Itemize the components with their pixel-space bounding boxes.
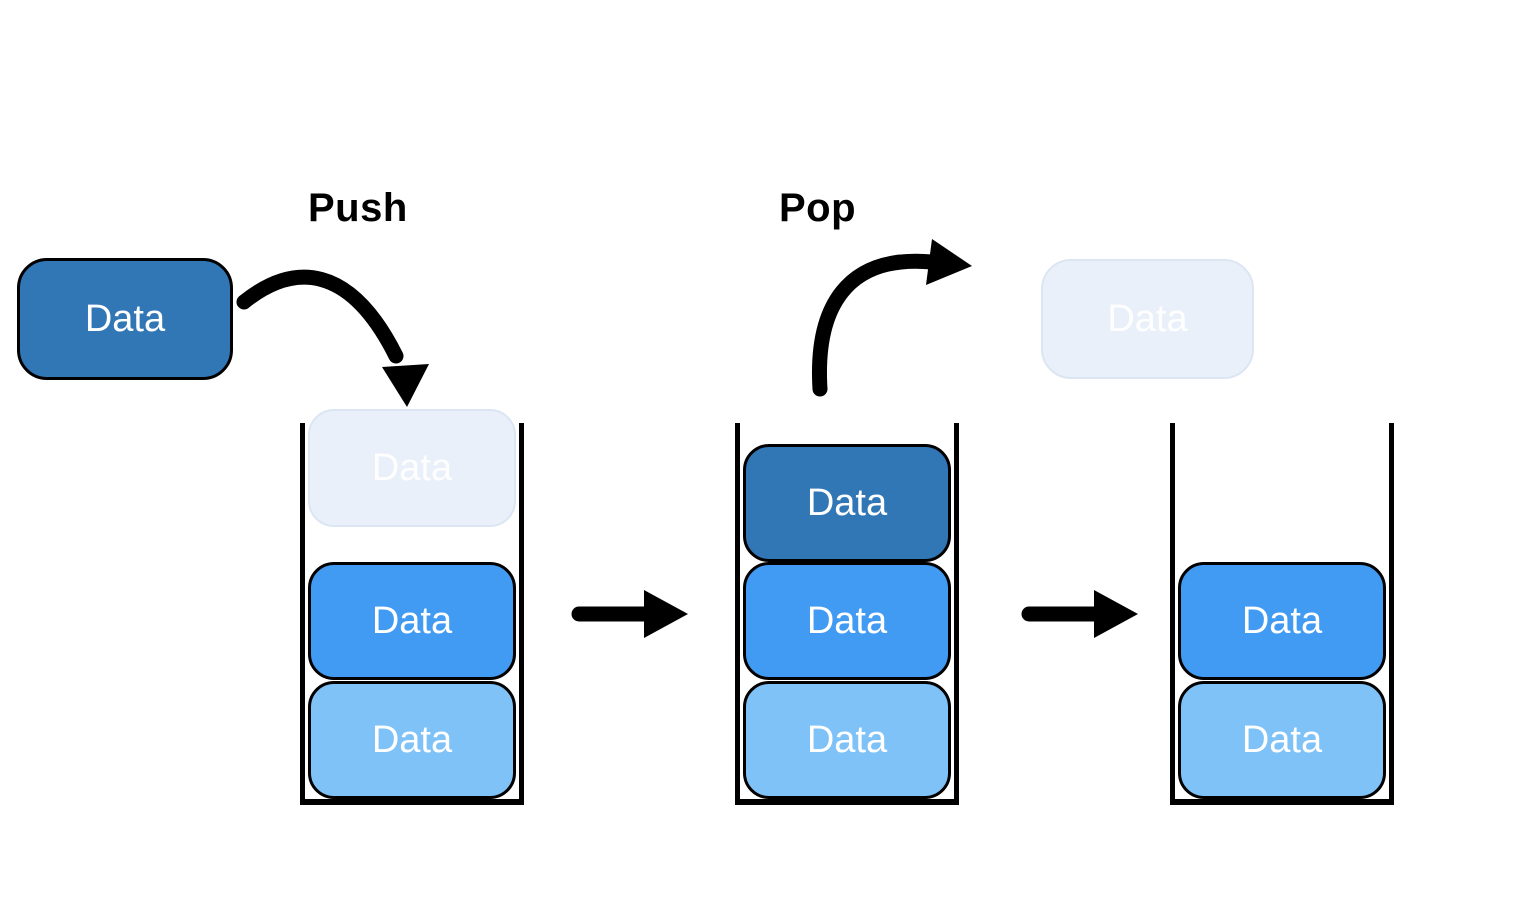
stack-container-after-push: Data Data Data	[735, 423, 959, 805]
stack-container-after-pop: Data Data	[1170, 423, 1394, 805]
data-box-label: Data	[1241, 718, 1323, 761]
stack-box: Data	[743, 681, 951, 799]
transition-arrow-icon	[571, 590, 688, 638]
stack-box-ghost: Data	[308, 409, 516, 527]
push-arrow-icon	[236, 269, 429, 407]
data-box-label: Data	[84, 297, 166, 340]
data-box-label: Data	[1241, 599, 1323, 642]
push-input-data-box: Data	[17, 258, 233, 380]
stack-box: Data	[308, 681, 516, 799]
pop-arrow-icon	[811, 239, 972, 397]
data-box-label: Data	[806, 481, 888, 524]
popped-data-box: Data	[1041, 259, 1254, 379]
data-box-label: Data	[806, 599, 888, 642]
stack-container-during-push: Data Data Data	[300, 409, 524, 805]
stack-box: Data	[308, 562, 516, 680]
stack-box: Data	[743, 562, 951, 680]
pop-label: Pop	[779, 186, 857, 230]
stack-box: Data	[743, 444, 951, 562]
stack-box: Data	[1178, 562, 1386, 680]
push-label: Push	[308, 186, 408, 230]
data-box-label: Data	[806, 718, 888, 761]
data-box-label: Data	[1107, 297, 1188, 340]
data-box-label: Data	[371, 599, 453, 642]
data-box-label: Data	[371, 718, 453, 761]
data-box-label: Data	[371, 446, 453, 489]
stack-box: Data	[1178, 681, 1386, 799]
transition-arrow-icon	[1021, 590, 1138, 638]
